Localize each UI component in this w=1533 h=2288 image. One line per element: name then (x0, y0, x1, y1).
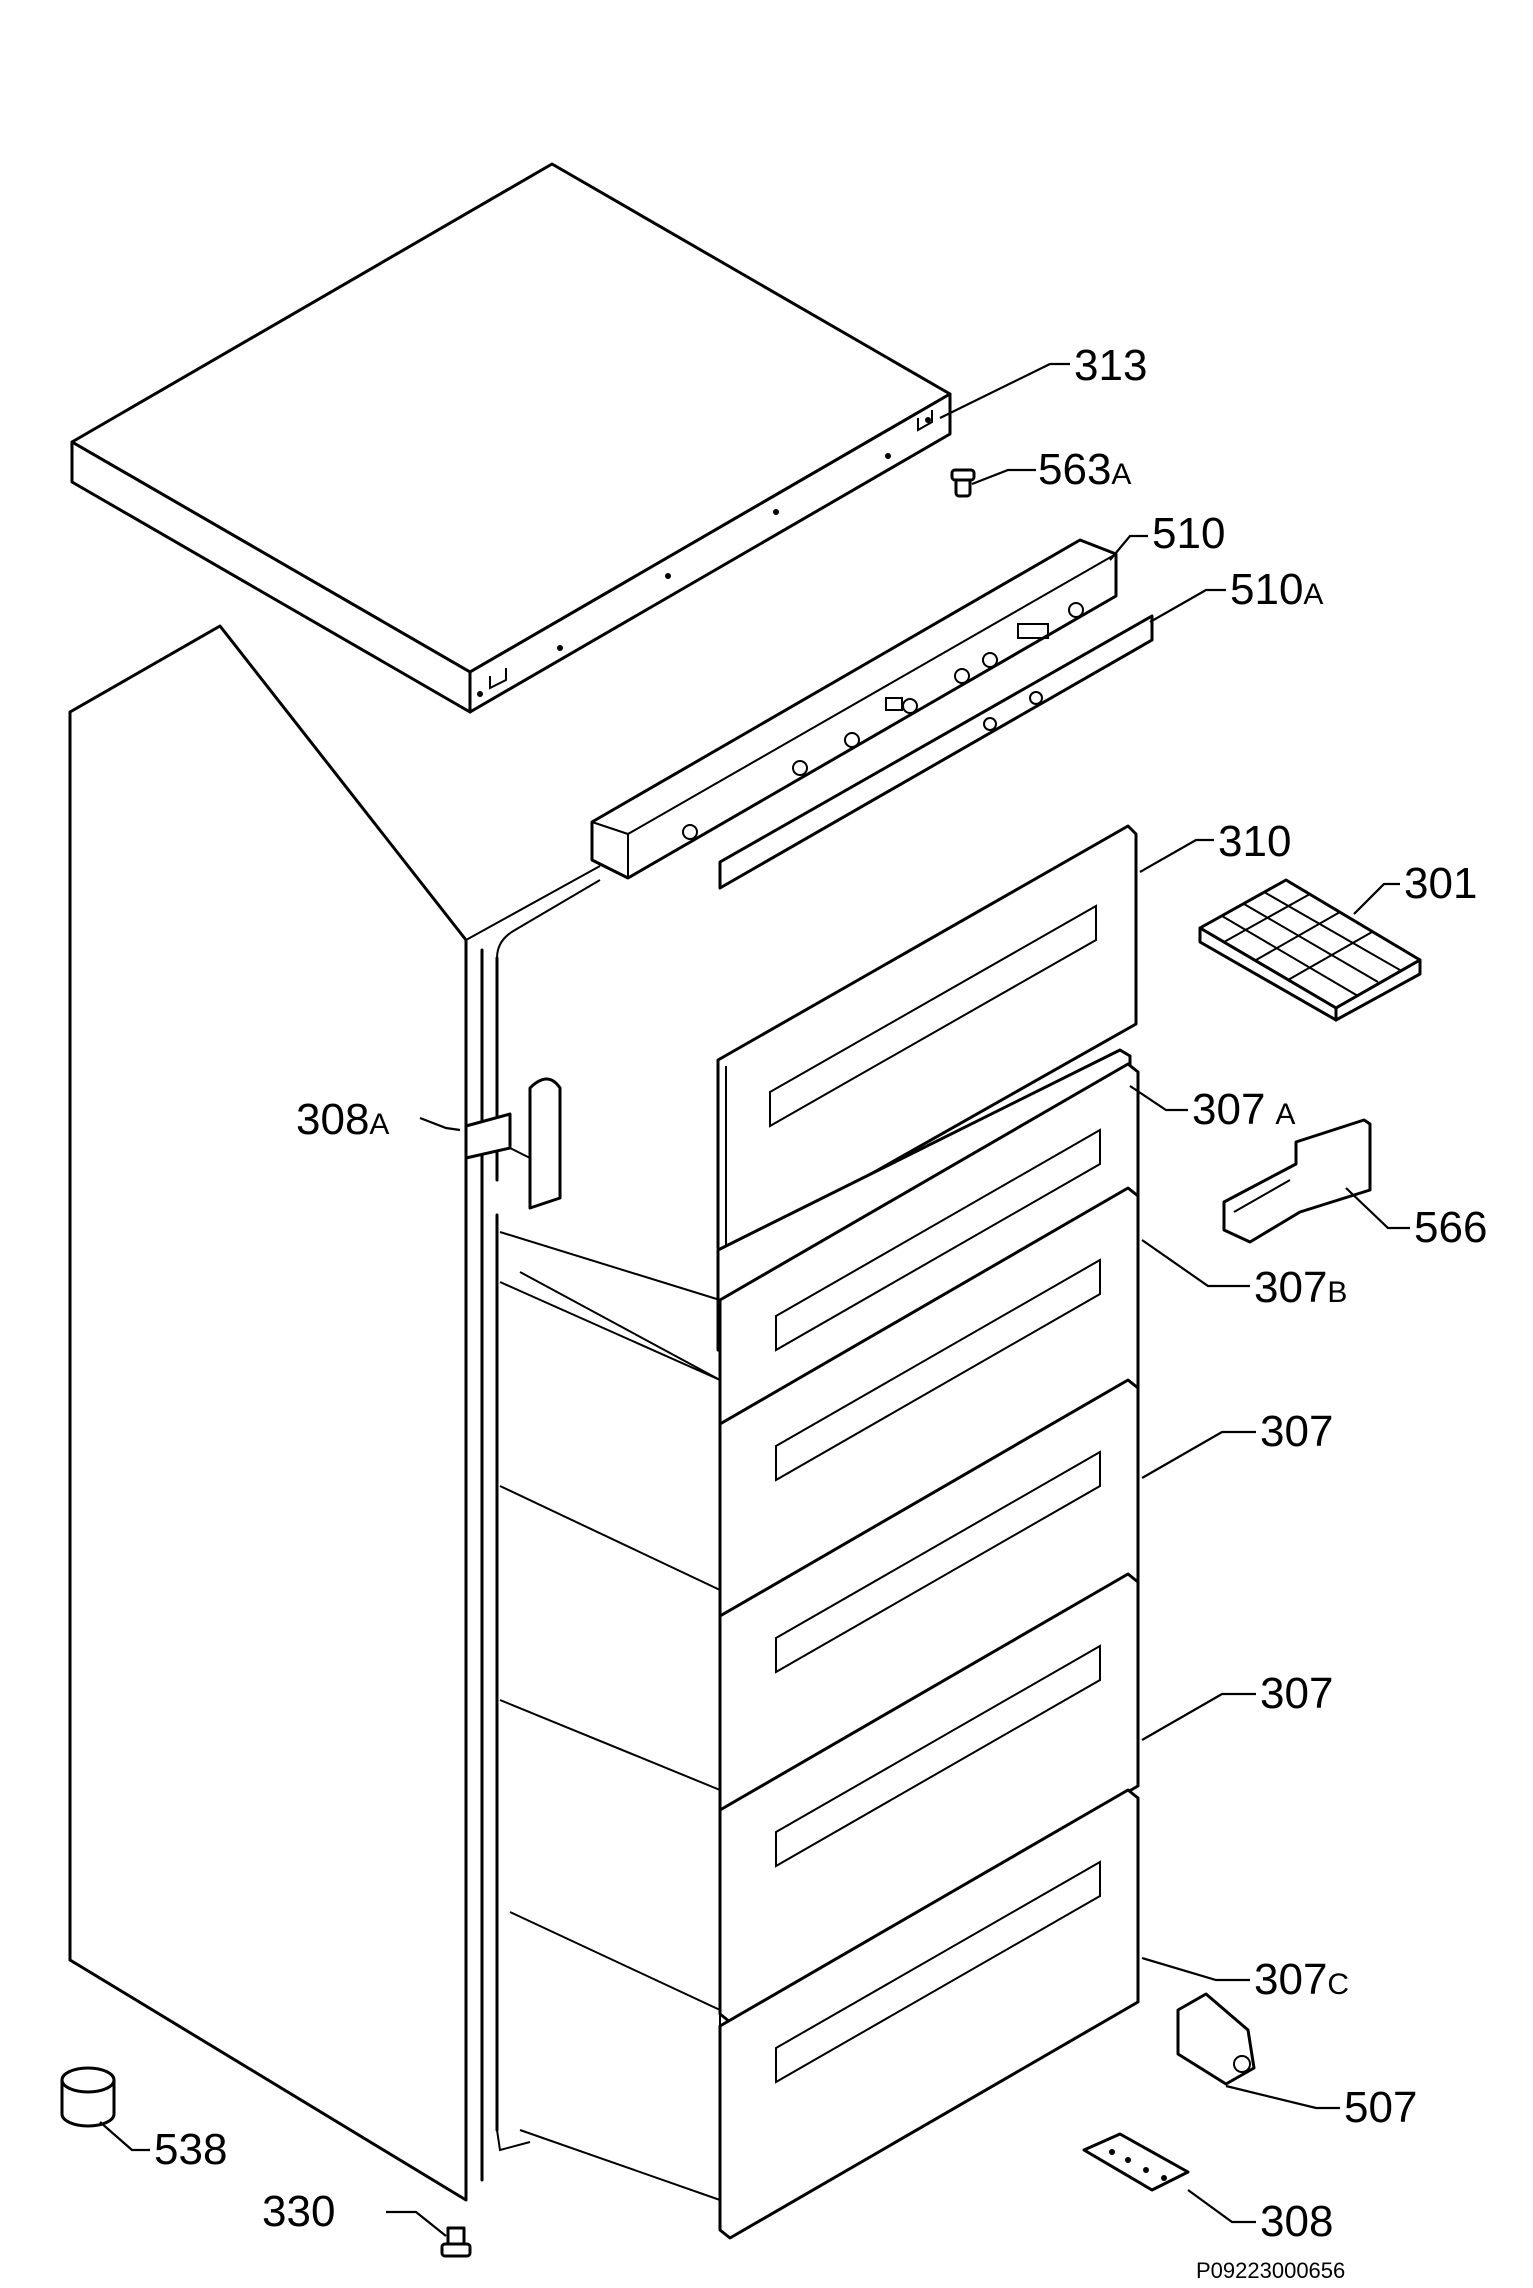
callout-510a: 510A (1230, 565, 1323, 614)
part-538-foot (60, 2066, 116, 2128)
part-507-hinge (1176, 1992, 1256, 2086)
part-566-scraper (1222, 1118, 1372, 1244)
callout-510: 510 (1152, 509, 1225, 558)
callout-307c: 307C (1254, 1955, 1349, 2004)
callout-566: 566 (1414, 1203, 1487, 1252)
part-307c-bottom-drawer (509, 1788, 1140, 2240)
callout-307-1: 307 (1260, 1407, 1333, 1456)
callout-308a: 308A (296, 1095, 389, 1144)
callout-563a: 563A (1038, 445, 1131, 494)
leader-lines (99, 362, 1410, 2237)
part-330-screw (440, 2226, 472, 2258)
part-308a-hinge (464, 1077, 562, 1210)
cabinet-body (68, 624, 601, 2202)
callout-307-2: 307 (1260, 1669, 1333, 1718)
callout-507: 507 (1344, 2083, 1417, 2132)
callout-313: 313 (1074, 341, 1147, 390)
callout-310: 310 (1218, 817, 1291, 866)
part-563a-screw (950, 468, 976, 498)
callout-538: 538 (154, 2125, 227, 2174)
part-510-control-panel (590, 538, 1118, 880)
part-308-hinge-plate (1082, 2132, 1190, 2192)
part-310-flap (716, 824, 1138, 1258)
callout-308: 308 (1260, 2197, 1333, 2246)
callout-330: 330 (262, 2187, 335, 2236)
part-301-ice-tray (1198, 878, 1422, 1022)
part-510a-panel-strip (718, 614, 1154, 890)
callout-307b: 307B (1254, 1263, 1347, 1312)
part-313-top-cover (70, 162, 952, 714)
drawing-code: P09223000656 (1196, 2258, 1345, 2283)
callout-301: 301 (1404, 859, 1477, 908)
